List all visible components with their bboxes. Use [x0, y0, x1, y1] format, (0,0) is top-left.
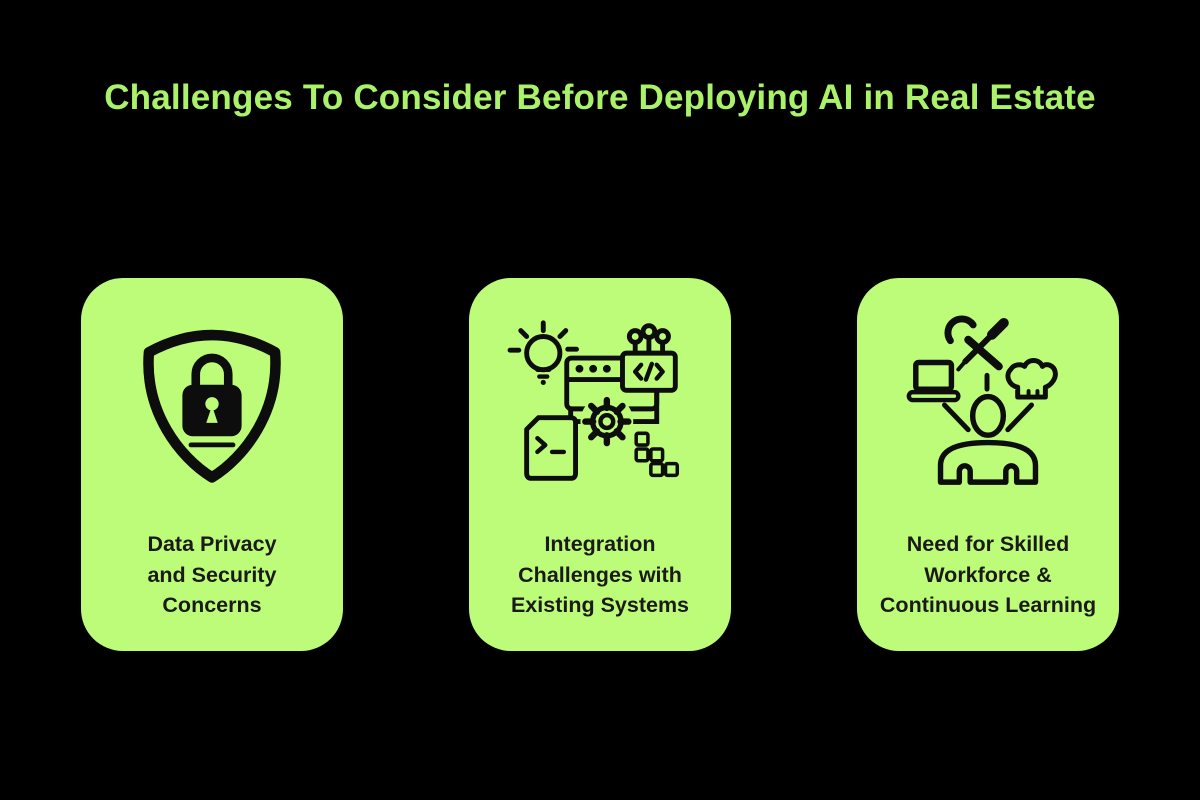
card-label-workforce: Need for Skilled Workforce & Continuous …: [879, 532, 1097, 618]
card-skilled-workforce: Need for Skilled Workforce & Continuous …: [857, 278, 1119, 651]
card-label-integration: Integration Challenges with Existing Sys…: [510, 532, 690, 618]
cards-row: Data Privacy and Security Concerns: [0, 278, 1200, 651]
shield-lock-icon: [133, 314, 291, 486]
page-title: Challenges To Consider Before Deploying …: [104, 78, 1096, 117]
card-label-data-privacy: Data Privacy and Security Concerns: [147, 532, 277, 618]
skilled-workforce-icon: [889, 314, 1087, 496]
card-data-privacy: Data Privacy and Security Concerns: [81, 278, 343, 651]
card-integration-challenges: Integration Challenges with Existing Sys…: [469, 278, 731, 651]
system-integration-icon: [502, 314, 698, 492]
